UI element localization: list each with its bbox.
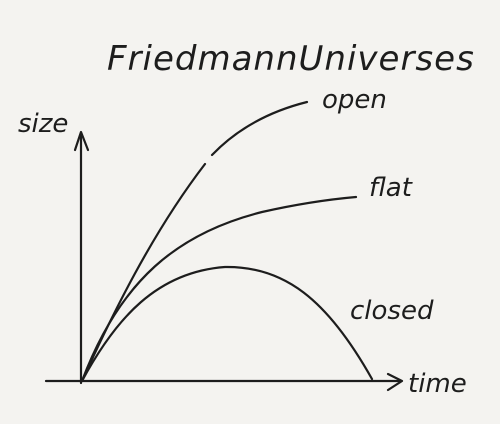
open-label: open	[322, 85, 387, 115]
flat-label: flat	[369, 173, 413, 203]
open-curve-upper	[210, 100, 309, 157]
diagram-title: FriedmannUniverses	[107, 39, 475, 79]
closed-label: closed	[350, 296, 434, 326]
x-axis-arrowhead	[386, 372, 404, 392]
y-axis-label: size	[18, 109, 68, 139]
x-axis-label: time	[408, 369, 467, 399]
flat-curve	[80, 195, 358, 383]
closed-curve	[80, 265, 374, 383]
y-axis-arrowhead	[73, 130, 90, 152]
